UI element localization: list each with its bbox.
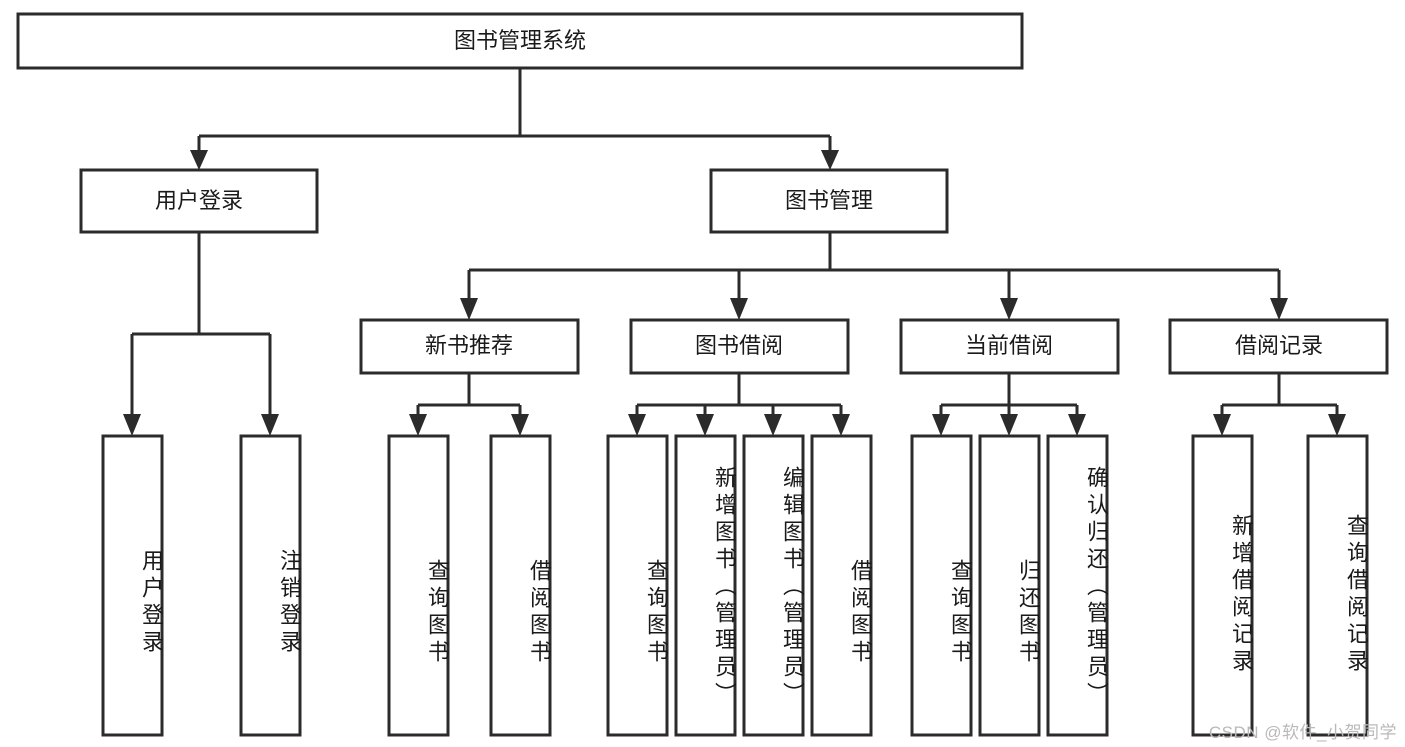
node-book-manage[interactable]: 图书管理 xyxy=(709,168,949,234)
arrow-ul-leaf-1 xyxy=(123,414,141,436)
watermark-text: CSDN @软件_小贺同学 xyxy=(1208,723,1397,742)
leaf-box-br-query-record[interactable] xyxy=(1306,434,1369,737)
node-borrow-record[interactable]: 借阅记录 xyxy=(1168,318,1389,375)
node-current-borrow-box[interactable] xyxy=(899,318,1120,375)
arrow-nb-leaf-1 xyxy=(409,414,427,436)
arrow-bb-leaf-3 xyxy=(764,414,782,436)
node-new-book-box[interactable] xyxy=(359,318,580,375)
leaf-boxes xyxy=(101,434,1369,737)
node-book-borrow-label: 图书借阅 xyxy=(695,333,783,358)
node-book-manage-label: 图书管理 xyxy=(785,188,873,213)
arrow-to-book-borrow xyxy=(730,298,748,320)
leaf-box-nb-query-book[interactable] xyxy=(387,434,450,737)
node-current-borrow-label: 当前借阅 xyxy=(965,333,1053,358)
arrow-cb-leaf-3 xyxy=(1068,414,1086,436)
arrow-bb-leaf-1 xyxy=(628,414,646,436)
arrow-to-borrow-record xyxy=(1270,298,1288,320)
node-root[interactable]: 图书管理系统 xyxy=(16,12,1024,70)
node-user-login-box[interactable] xyxy=(79,168,319,234)
arrow-to-book-manage xyxy=(821,150,839,170)
leaf-box-cb-confirm-return[interactable] xyxy=(1046,434,1109,737)
leaf-box-bb-borrow-book[interactable] xyxy=(810,434,873,737)
node-borrow-record-label: 借阅记录 xyxy=(1235,333,1323,358)
arrow-to-user-login xyxy=(190,150,208,170)
leaf-box-cb-return-book[interactable] xyxy=(978,434,1041,737)
node-user-login-label: 用户登录 xyxy=(155,188,243,213)
node-book-borrow[interactable]: 图书借阅 xyxy=(629,318,850,375)
leaf-box-br-add-record[interactable] xyxy=(1191,434,1254,737)
node-current-borrow[interactable]: 当前借阅 xyxy=(899,318,1120,375)
node-user-login[interactable]: 用户登录 xyxy=(79,168,319,234)
leaf-box-bb-add-book[interactable] xyxy=(674,434,737,737)
leaf-box-bb-query-book[interactable] xyxy=(606,434,669,737)
arrow-br-leaf-2 xyxy=(1328,414,1346,436)
node-root-box[interactable] xyxy=(16,12,1024,70)
arrow-to-new-book xyxy=(460,298,478,320)
node-book-manage-box[interactable] xyxy=(709,168,949,234)
node-new-book-label: 新书推荐 xyxy=(425,333,513,358)
arrow-cb-leaf-1 xyxy=(932,414,950,436)
connectors xyxy=(123,68,1346,436)
node-root-label: 图书管理系统 xyxy=(454,28,586,53)
leaf-box-nb-borrow-book[interactable] xyxy=(489,434,552,737)
leaf-box-bb-edit-book[interactable] xyxy=(742,434,805,737)
arrow-bb-leaf-2 xyxy=(696,414,714,436)
node-borrow-record-box[interactable] xyxy=(1168,318,1389,375)
arrow-br-leaf-1 xyxy=(1213,414,1231,436)
node-new-book[interactable]: 新书推荐 xyxy=(359,318,580,375)
arrow-to-current-borrow xyxy=(1000,298,1018,320)
leaf-box-user-login[interactable] xyxy=(101,434,164,737)
arrow-ul-leaf-2 xyxy=(261,414,279,436)
arrow-cb-leaf-2 xyxy=(1000,414,1018,436)
arrow-bb-leaf-4 xyxy=(832,414,850,436)
arrow-nb-leaf-2 xyxy=(511,414,529,436)
node-book-borrow-box[interactable] xyxy=(629,318,850,375)
leaf-box-cb-query-book[interactable] xyxy=(910,434,973,737)
leaf-box-logout[interactable] xyxy=(239,434,302,737)
